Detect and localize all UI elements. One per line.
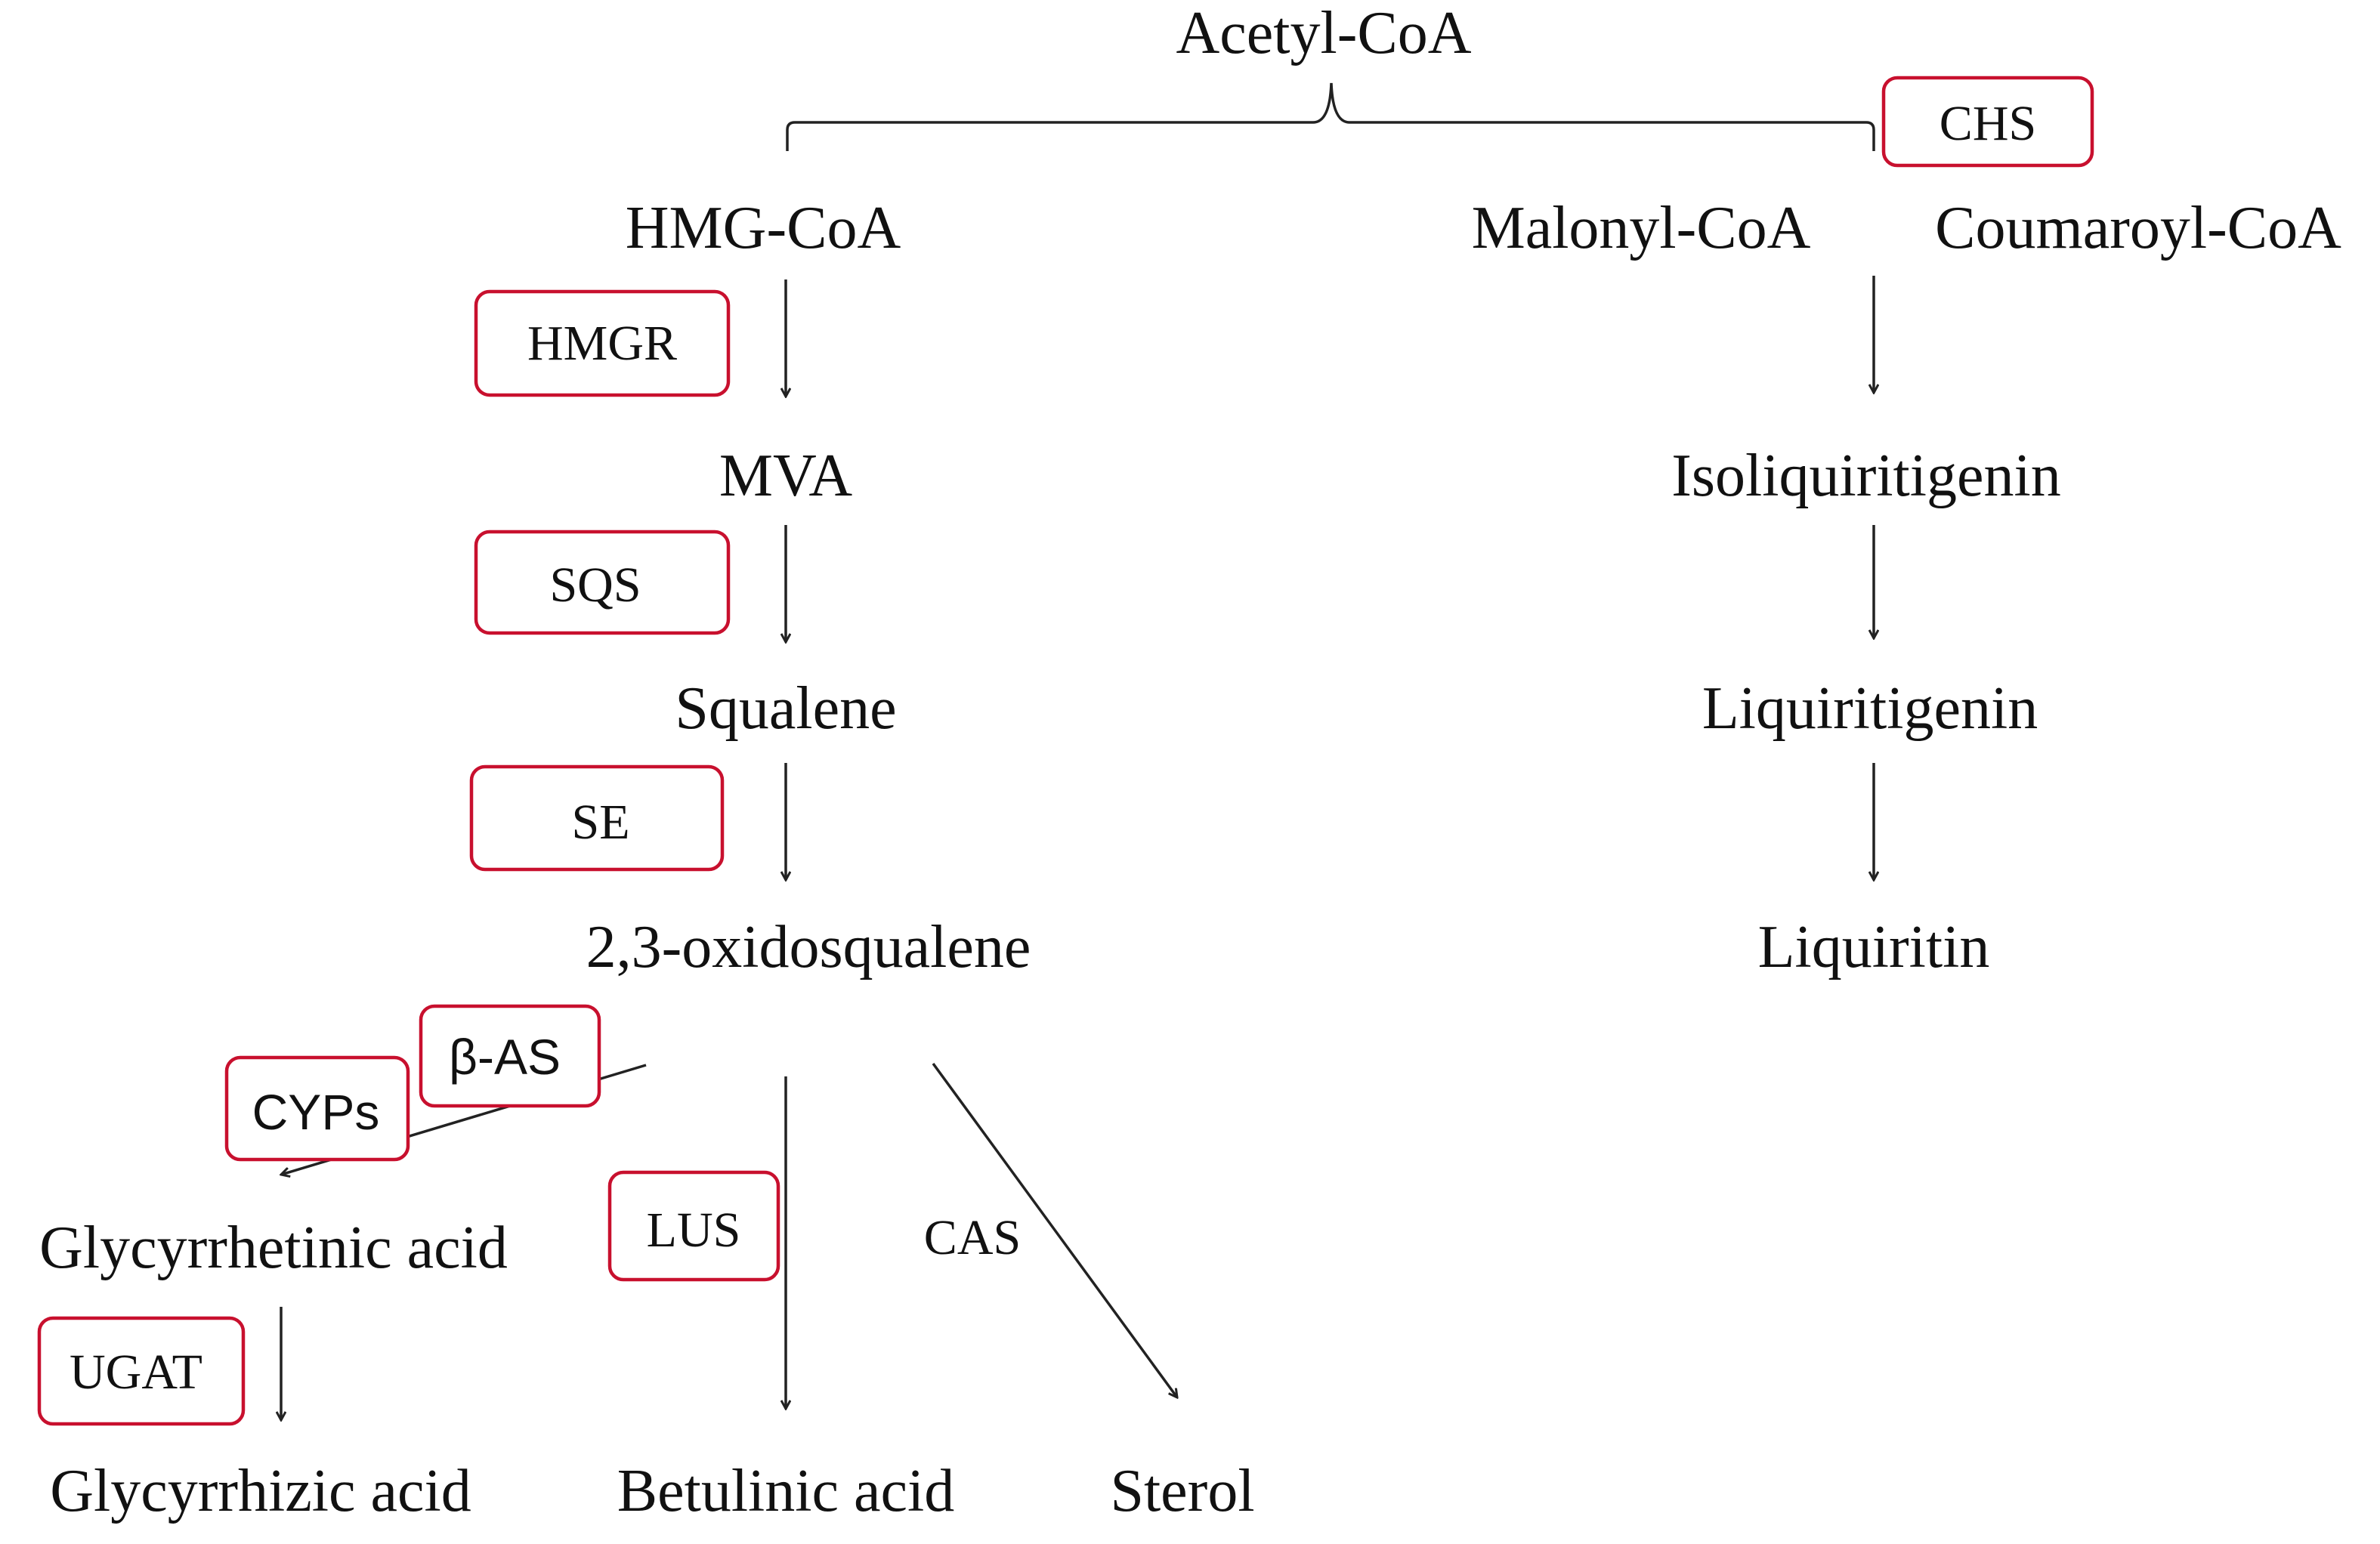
node-liquiritigenin: Liquiritigenin bbox=[1702, 675, 2038, 742]
enzyme-cas-label: CAS bbox=[924, 1210, 1021, 1265]
enzyme-hmgr-label: HMGR bbox=[527, 316, 677, 371]
enzyme-sqs-label: SQS bbox=[549, 557, 641, 613]
enzyme-chs: CHS bbox=[1881, 76, 2094, 168]
enzyme-se-label: SE bbox=[571, 795, 629, 850]
node-oxidosqualene: 2,3-oxidosqualene bbox=[586, 914, 1031, 980]
node-hmg-coa: HMG-CoA bbox=[626, 195, 901, 261]
arrow-oxidosqualene-to-sterol bbox=[932, 1062, 1177, 1397]
node-mva: MVA bbox=[719, 443, 853, 509]
node-malonyl-coa: Malonyl-CoA bbox=[1472, 195, 1811, 261]
node-liquiritin: Liquiritin bbox=[1758, 914, 1990, 980]
node-glycyrrhetinic-acid: Glycyrrhetinic acid bbox=[39, 1215, 508, 1281]
enzyme-hmgr: HMGR bbox=[474, 289, 731, 397]
enzyme-se: SE bbox=[469, 764, 725, 872]
enzyme-ugat-label: UGAT bbox=[70, 1345, 202, 1400]
enzyme-beta-as-label: β-AS bbox=[449, 1029, 561, 1085]
node-acetyl-coa: Acetyl-CoA bbox=[1176, 0, 1471, 66]
enzyme-cyps-label: CYPs bbox=[252, 1084, 380, 1140]
enzyme-lus-label: LUS bbox=[647, 1203, 741, 1258]
node-isoliquiritigenin: Isoliquiritigenin bbox=[1671, 443, 2061, 509]
node-coumaroyl-coa: Coumaroyl-CoA bbox=[1935, 195, 2341, 261]
node-sterol: Sterol bbox=[1110, 1458, 1254, 1524]
enzyme-sqs: SQS bbox=[474, 530, 731, 635]
enzyme-ugat: UGAT bbox=[37, 1316, 246, 1426]
enzyme-cyps: CYPs bbox=[224, 1055, 410, 1162]
enzyme-chs-label: CHS bbox=[1940, 96, 2036, 151]
enzyme-beta-as: β-AS bbox=[419, 1004, 601, 1108]
node-betulinic-acid: Betulinic acid bbox=[617, 1458, 955, 1524]
enzyme-lus: LUS bbox=[607, 1170, 780, 1282]
node-squalene: Squalene bbox=[675, 675, 896, 742]
branch-brace bbox=[786, 82, 1875, 151]
node-glycyrrhizic-acid: Glycyrrhizic acid bbox=[50, 1458, 471, 1524]
